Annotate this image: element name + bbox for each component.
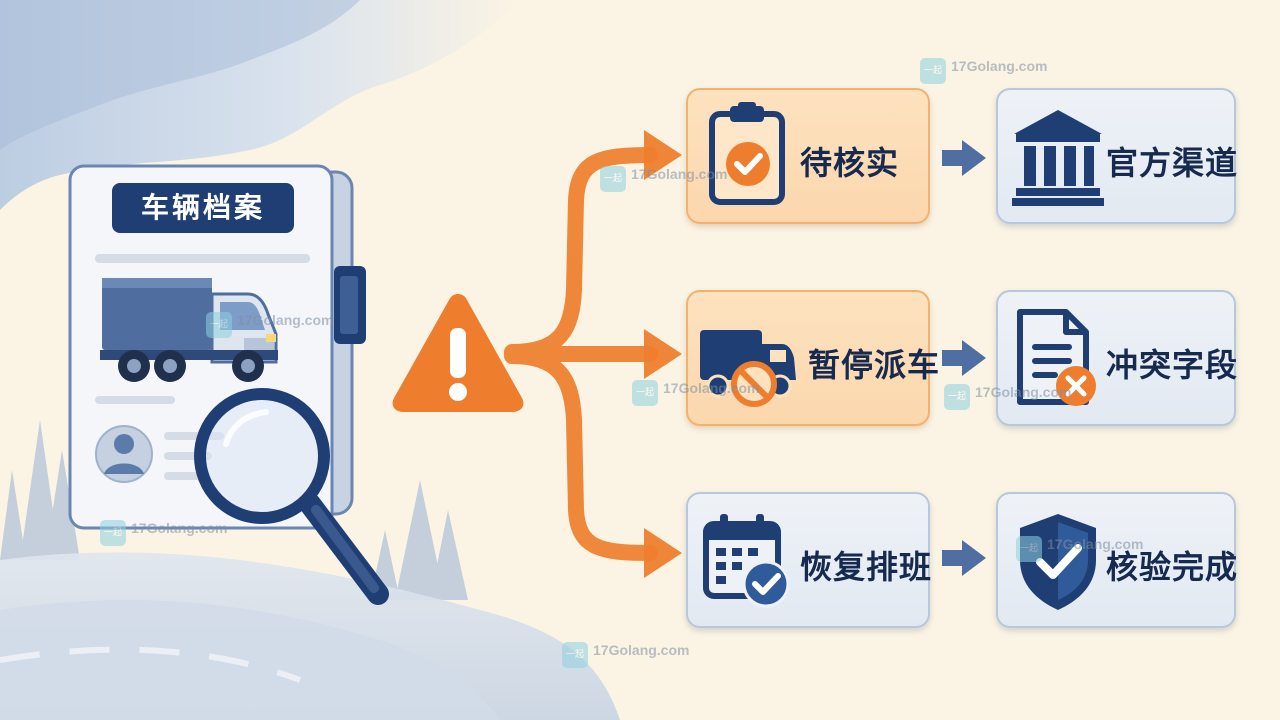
watermark-logo-icon: 一起 [100,520,126,546]
watermark: 一起 17Golang.com [1016,536,1143,562]
watermark-logo-icon: 一起 [206,312,232,338]
watermark-logo-icon: 一起 [920,58,946,84]
watermark: 一起 17Golang.com [562,642,689,668]
watermark-text: 17Golang.com [1047,536,1144,552]
watermark-text: 17Golang.com [951,58,1048,74]
card-label: 待核实 [800,144,900,182]
card-label: 冲突字段 [1106,346,1239,384]
watermark-logo-icon: 一起 [1016,536,1042,562]
watermark: 一起 17Golang.com [600,166,727,192]
card-pending-verification[interactable]: 待核实 [686,88,930,224]
card-verification-complete[interactable]: 核验完成 [996,492,1239,628]
watermark-text: 17Golang.com [975,384,1072,400]
truck-icon [100,278,278,382]
watermark: 一起 17Golang.com [920,58,1047,84]
watermark-logo-icon: 一起 [600,166,626,192]
card-label: 暂停派车 [808,346,941,384]
watermark-text: 17Golang.com [631,166,728,182]
watermark-logo-icon: 一起 [632,380,658,406]
document-error-icon [1017,309,1096,406]
card-label: 官方渠道 [1106,144,1239,182]
magnifier-icon [194,388,389,605]
watermark-logo-icon: 一起 [944,384,970,410]
card-conflict-fields[interactable]: 冲突字段 [996,290,1239,426]
watermark-text: 17Golang.com [237,312,334,328]
watermark: 一起 17Golang.com [632,380,759,406]
card-resume-schedule[interactable]: 恢复排班 [686,492,933,628]
government-building-icon [1012,110,1104,206]
watermark-text: 17Golang.com [593,642,690,658]
watermark-text: 17Golang.com [131,520,228,536]
clipboard-check-icon [709,102,785,205]
watermark-text: 17Golang.com [663,380,760,396]
watermark: 一起 17Golang.com [100,520,227,546]
truck-prohibited-icon [700,330,796,407]
card-suspend-dispatch[interactable]: 暂停派车 [686,290,939,426]
card-label: 恢复排班 [800,548,933,586]
calendar-check-icon [703,514,790,608]
shield-check-icon [1020,514,1096,610]
watermark: 一起 17Golang.com [944,384,1071,410]
card-label: 核验完成 [1106,548,1239,586]
warning-triangle-icon [392,294,524,412]
watermark-logo-icon: 一起 [562,642,588,668]
vehicle-file-title: 车辆档案 [112,183,294,233]
watermark: 一起 17Golang.com [206,312,333,338]
card-official-channel[interactable]: 官方渠道 [996,88,1239,224]
